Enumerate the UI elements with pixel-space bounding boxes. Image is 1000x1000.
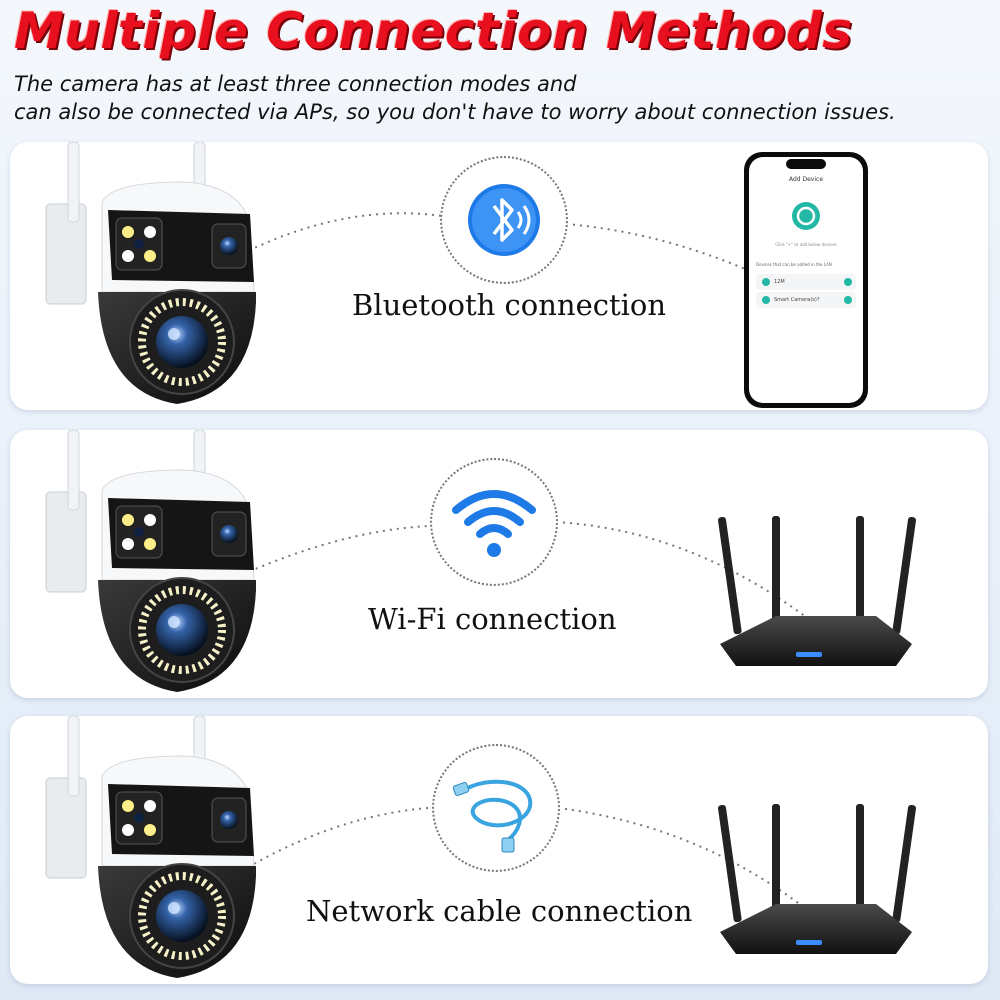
- router-image: [716, 516, 916, 676]
- security-camera-image: [32, 716, 262, 984]
- network-cable-panel: Network cable connection: [10, 716, 988, 984]
- subtitle-line-1: The camera has at least three connection…: [14, 72, 577, 96]
- smartphone-image: Add Device Click "+" to add below device…: [742, 150, 870, 410]
- phone-device-2[interactable]: Smart Camera(s)?: [774, 297, 820, 303]
- connection-lines: [229, 807, 811, 913]
- bluetooth-panel: Bluetooth connection Add Device Click "+…: [10, 142, 988, 410]
- phone-device-1[interactable]: 12M: [774, 279, 785, 285]
- wifi-panel: Wi-Fi connection: [10, 430, 988, 698]
- phone-lan-text: Devices that can be added in the LAN: [756, 262, 832, 267]
- wifi-icon-circle: [430, 458, 558, 586]
- bluetooth-icon: [468, 184, 540, 256]
- connection-lines: [229, 212, 753, 273]
- router-image: [716, 804, 916, 964]
- wifi-connection-label: Wi-Fi connection: [368, 602, 617, 636]
- phone-screen-title: Add Device: [788, 176, 824, 183]
- bluetooth-connection-label: Bluetooth connection: [352, 288, 667, 322]
- subtitle-line-2: can also be connected via APs, so you do…: [14, 100, 896, 124]
- security-camera-image: [32, 142, 262, 410]
- security-camera-image: [32, 430, 262, 698]
- page-title: Multiple Connection Methods: [14, 2, 853, 60]
- network-cable-connection-label: Network cable connection: [306, 894, 693, 928]
- wifi-icon: [452, 490, 536, 557]
- bluetooth-icon-circle: [440, 156, 568, 284]
- page-subtitle: The camera has at least three connection…: [14, 70, 990, 126]
- phone-hint-text: Click "+" to add below devices: [775, 242, 837, 247]
- ethernet-cable-icon: [452, 779, 533, 853]
- ethernet-cable-icon-circle: [432, 744, 560, 872]
